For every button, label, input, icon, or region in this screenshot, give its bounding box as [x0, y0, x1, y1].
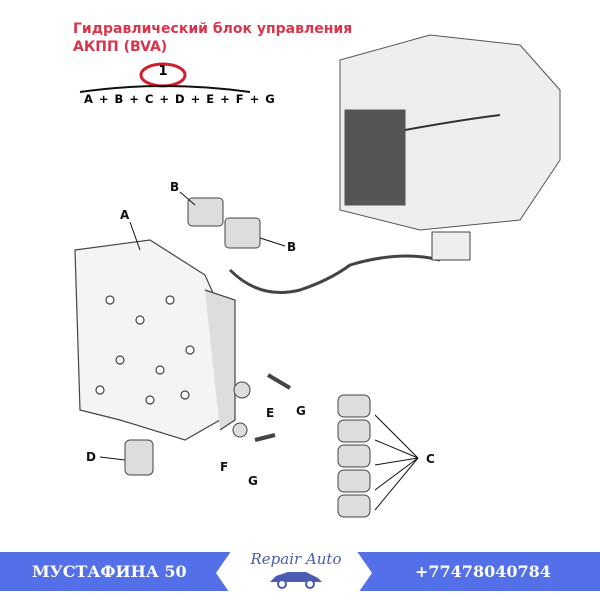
car-icon: [270, 572, 322, 589]
label-d: D: [86, 450, 96, 464]
label-e: E: [266, 406, 275, 420]
leader-lines: [99, 191, 419, 511]
label-g-1: G: [296, 404, 306, 418]
valve-body-plate: [74, 239, 236, 441]
bolt-g2: [254, 433, 276, 442]
formula-bar: [79, 85, 251, 93]
label-b-1: B: [170, 180, 180, 194]
harness-connector: [431, 231, 471, 261]
bolt-g1: [266, 373, 292, 390]
label-a: A: [120, 208, 130, 222]
footer-phone: +77478040784: [415, 562, 551, 581]
repair-auto-logo: Repair Auto: [226, 550, 366, 594]
label-b-2: B: [287, 240, 297, 254]
label-c: C: [426, 452, 435, 466]
seal-e: [233, 381, 251, 399]
wiring-harness: [228, 254, 441, 294]
label-f: F: [220, 460, 229, 474]
solenoids-b: [187, 197, 261, 249]
solenoid-d: [124, 439, 154, 476]
washer-f: [232, 422, 248, 438]
item-number: 1: [158, 64, 168, 79]
component-formula: A + B + C + D + E + F + G: [84, 92, 276, 106]
title-line-2: АКПП (BVA): [73, 39, 168, 55]
footer-address: МУСТАФИНА 50: [32, 562, 187, 581]
diagram-title: Гидравлический блок управления АКПП (BVA…: [73, 20, 352, 56]
solenoids-c: [337, 394, 371, 518]
title-line-1: Гидравлический блок управления: [73, 21, 353, 37]
logo-text: Repair Auto: [250, 550, 342, 568]
label-g-2: G: [248, 474, 258, 488]
transmission-illustration: [339, 34, 561, 231]
